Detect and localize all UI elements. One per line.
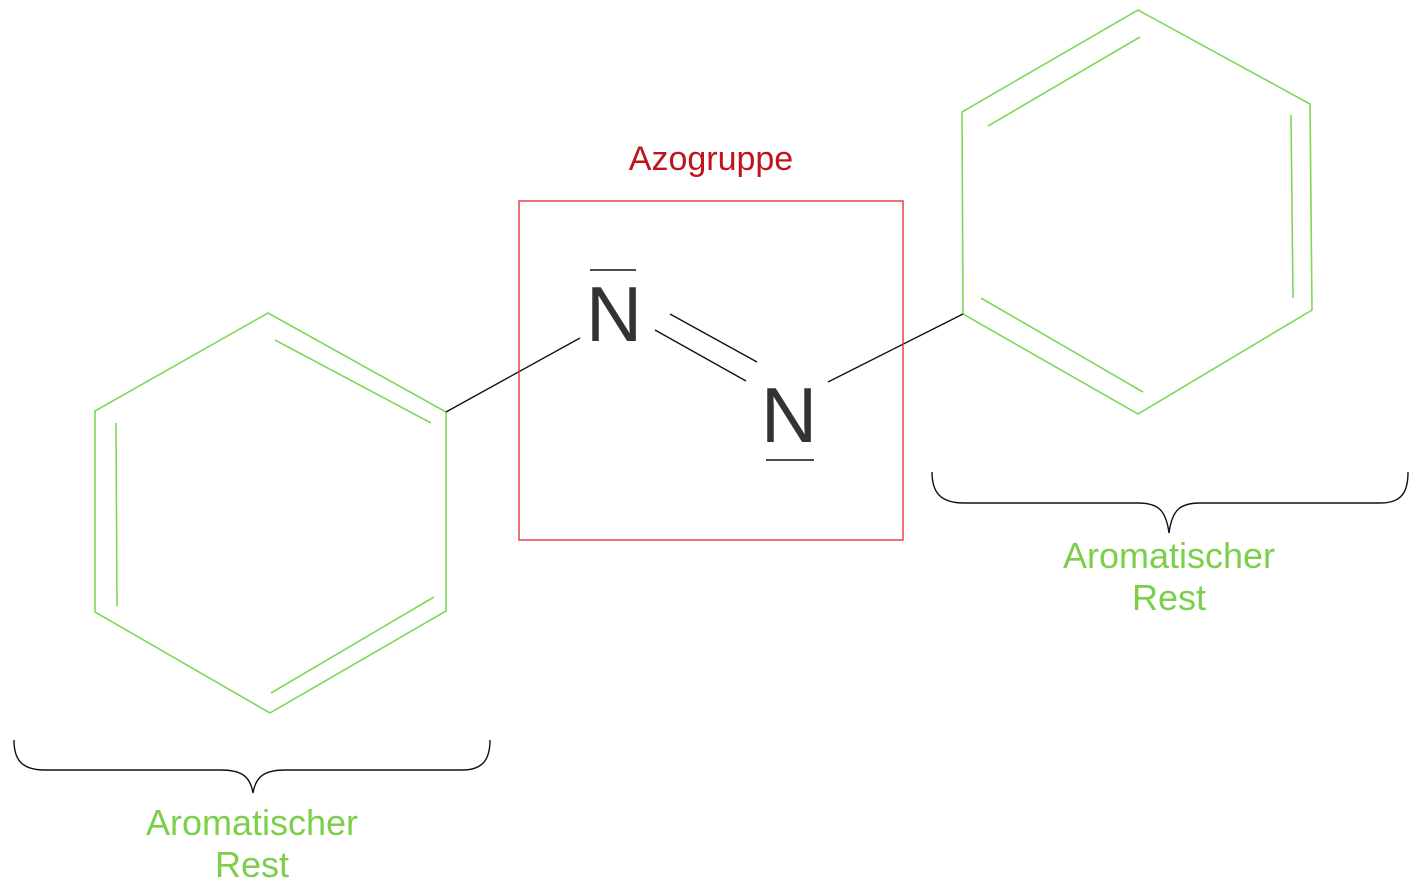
right-curly-brace xyxy=(931,471,1409,534)
left-residue-label-line1: Aromatischer xyxy=(146,802,358,843)
left-ring-double-bond-1 xyxy=(274,339,432,424)
left-curly-brace xyxy=(13,739,491,794)
n-n-double-bond-line-2 xyxy=(654,329,747,382)
right-residue-label-line2: Rest xyxy=(1132,577,1206,618)
left-ring-double-bond-2 xyxy=(115,422,118,607)
right-ring-hexagon xyxy=(961,9,1313,415)
nitrogen-atom-1: N xyxy=(586,270,642,358)
right-ring-double-bond-1 xyxy=(987,36,1141,127)
left-ring-double-bond-3 xyxy=(270,596,435,694)
right-ring-double-bond-3 xyxy=(980,297,1144,393)
left-residue-label-line2: Rest xyxy=(215,844,289,885)
bond-n2-to-right-ring xyxy=(827,313,964,383)
right-ring-double-bond-2 xyxy=(1290,114,1294,299)
right-residue-label-line1: Aromatischer xyxy=(1063,535,1275,576)
bonds xyxy=(445,313,964,413)
nitrogen-atom-2: N xyxy=(761,371,817,459)
right-benzene-ring xyxy=(961,9,1313,415)
bond-left-ring-to-n1 xyxy=(445,337,581,413)
left-benzene-ring xyxy=(94,312,447,714)
n-n-double-bond-line-1 xyxy=(669,313,758,363)
azo-group-box xyxy=(518,200,904,541)
azo-group-label: Azogruppe xyxy=(629,140,793,178)
left-ring-hexagon xyxy=(94,312,447,714)
